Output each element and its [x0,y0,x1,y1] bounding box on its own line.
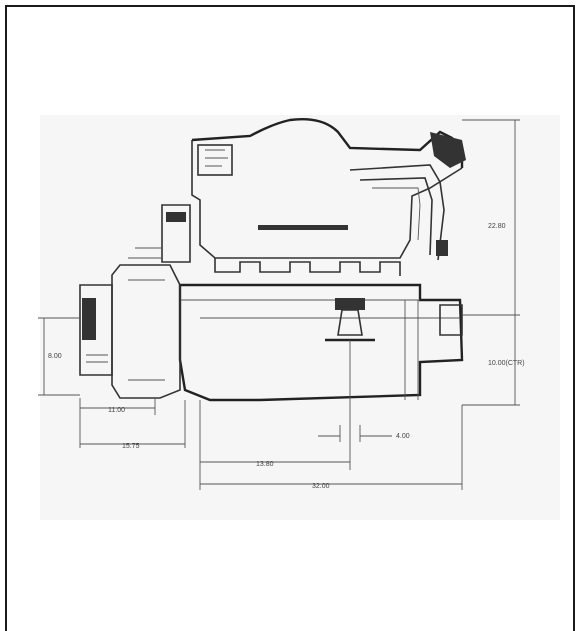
left-accessory-detail [166,212,186,222]
flywheel [79,284,113,376]
turbo-housing [430,132,466,168]
dim-height-lower: 10.00(CTR) [488,360,525,367]
manifold-pipe-2 [359,177,433,256]
coupling-flange [82,298,96,340]
dim-flange-width: 11.00 [108,407,125,414]
flywheel-detail [86,354,108,363]
left-accessory-stack [161,204,191,263]
accessory-detail [205,149,228,167]
dim-line-height-upper [462,119,520,316]
left-bracket-lines [128,247,162,259]
dim-line-mid-length [199,400,351,490]
dim-overall-length: 32.00 [312,483,330,490]
dim-line-flange-width [79,398,156,415]
dim-line-overall-length [200,405,463,490]
dim-mid-length: 13.80 [256,461,274,468]
dim-line-mount-width [318,425,392,442]
right-fitting [436,240,448,256]
cylinder-castellation [214,258,401,276]
manifold-pipe-3 [372,187,421,241]
crankcase [178,283,464,402]
dim-line-flange-offset [79,400,186,448]
rear-mount-lines [404,300,419,400]
dim-line-left-height [38,317,80,396]
accessory-box-left [197,144,233,176]
nameplate-bar [258,225,348,230]
mount-body [337,309,363,336]
mount-cap [335,298,365,310]
rear-mount [439,304,463,336]
engine-top-crown [191,118,464,168]
manifold-pipe-1 [349,164,445,261]
dim-height-upper: 22.80 [488,223,506,230]
bell-housing-ribs [128,279,165,381]
dim-flange-offset: 15.75 [122,443,140,450]
drawing-background [40,115,560,520]
dim-line-height-lower [462,315,520,406]
dim-mount-width: 4.00 [396,433,410,440]
engine-upper-block [191,140,463,259]
dim-left-height: 8.00 [48,353,62,360]
